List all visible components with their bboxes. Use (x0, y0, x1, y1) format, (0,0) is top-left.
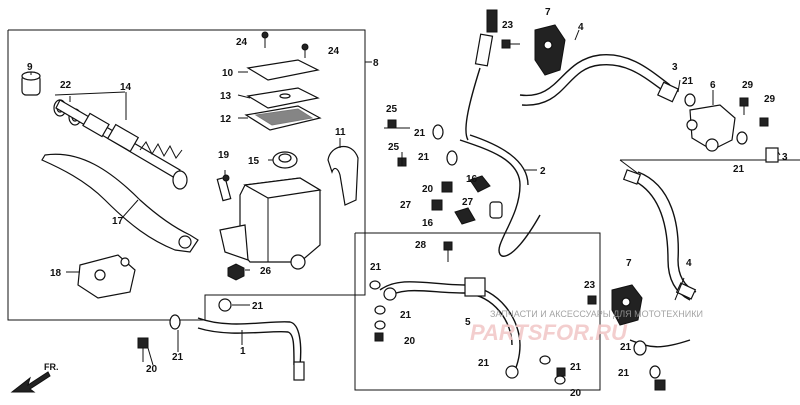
label-15: 15 (248, 156, 260, 167)
label-20c: 20 (404, 336, 416, 347)
label-21l: 21 (618, 368, 630, 379)
label-10: 10 (222, 68, 234, 79)
label-23b: 23 (584, 280, 596, 291)
label-6: 6 (710, 80, 716, 91)
part-26-nut (227, 263, 245, 281)
label-7a: 7 (545, 7, 551, 18)
label-1: 1 (240, 346, 246, 357)
part-19-bolt (216, 174, 232, 202)
label-26: 26 (260, 266, 272, 277)
label-29b: 29 (764, 94, 776, 105)
label-21e: 21 (682, 76, 694, 87)
label-20b: 20 (422, 184, 434, 195)
label-12: 12 (220, 114, 232, 125)
label-18: 18 (50, 268, 62, 279)
part-15-boot (272, 151, 298, 169)
label-21h: 21 (400, 310, 412, 321)
part-1-brake-hose (197, 298, 305, 381)
label-11: 11 (335, 127, 346, 138)
label-25b: 25 (388, 142, 400, 153)
part-7-bracket-upper (534, 24, 566, 76)
label-21k: 21 (620, 342, 632, 353)
label-3a: 3 (672, 62, 678, 73)
label-22: 22 (60, 80, 72, 91)
part-12-diaphragm (244, 105, 322, 131)
part-23-bolt-upper (501, 39, 520, 49)
part-4-hose-upper (519, 54, 671, 106)
lower-center-washers (369, 241, 566, 385)
label-3b: 3 (782, 152, 788, 163)
part-18-lever-holder (77, 254, 136, 299)
watermark: PARTSFOR.RU ЗАПЧАСТИ И АКСЕССУАРЫ ДЛЯ МО… (470, 309, 703, 345)
part-24-screws (261, 31, 309, 58)
label-21j: 21 (570, 362, 582, 373)
label-27b: 27 (462, 197, 474, 208)
part-6-junction (686, 104, 736, 152)
part-7-bracket-lower (611, 284, 643, 326)
part-5-brake-line (379, 277, 521, 379)
part-13-plate (246, 87, 320, 109)
part-9-cap (21, 71, 41, 96)
label-14: 14 (120, 82, 132, 93)
label-21f: 21 (733, 164, 745, 175)
label-2: 2 (540, 166, 546, 177)
label-21a: 21 (252, 301, 264, 312)
part-29-bolts (739, 97, 769, 127)
part-4-hose-right (622, 169, 697, 301)
label-24b: 24 (328, 46, 340, 57)
label-7b: 7 (626, 258, 632, 269)
master-cylinder-frame (7, 29, 800, 391)
label-28: 28 (415, 240, 427, 251)
part-21-washer-left (169, 314, 181, 330)
label-21b: 21 (172, 352, 184, 363)
part-17-brake-lever (41, 153, 199, 253)
brake-switch (465, 9, 498, 141)
label-21c: 21 (414, 128, 426, 139)
watermark-brand: PARTSFOR.RU (470, 320, 628, 345)
leader-lines (30, 29, 781, 366)
label-20a: 20 (146, 364, 158, 375)
part-3-fittings (656, 81, 779, 163)
part-10-cap-top (246, 59, 320, 81)
label-27a: 27 (400, 200, 412, 211)
master-cylinder-body (219, 177, 322, 270)
center-fittings (384, 119, 503, 225)
front-indicator-label: FR. (44, 362, 59, 372)
label-13: 13 (220, 91, 232, 102)
label-23a: 23 (502, 20, 514, 31)
label-25a: 25 (386, 104, 398, 115)
part-20-bolt-left (137, 337, 149, 362)
label-8: 8 (373, 58, 379, 69)
front-indicator: FR. (10, 362, 59, 393)
label-29a: 29 (742, 80, 754, 91)
label-9: 9 (27, 62, 33, 73)
label-4b: 4 (686, 258, 692, 269)
lower-right-fitting (629, 339, 691, 391)
part-14-piston-kit (54, 91, 188, 190)
label-19: 19 (218, 150, 230, 161)
part-2-brake-line (459, 134, 541, 257)
label-17: 17 (112, 216, 124, 227)
label-24a: 24 (236, 37, 248, 48)
label-21d: 21 (418, 152, 430, 163)
label-21i: 21 (478, 358, 490, 369)
label-20d: 20 (570, 388, 582, 399)
part-23-bolt-lower (587, 295, 597, 305)
label-21g: 21 (370, 262, 382, 273)
part-11-clamp (327, 146, 359, 206)
label-16a: 16 (466, 174, 478, 185)
part-labels: 1 2 3 3 4 4 5 6 7 7 8 9 10 11 12 13 14 1… (27, 7, 788, 399)
label-5: 5 (465, 317, 471, 328)
label-16b: 16 (422, 218, 434, 229)
watermark-text: ЗАПЧАСТИ И АКСЕССУАРЫ ДЛЯ МОТОТЕХНИКИ (490, 309, 703, 319)
label-4a: 4 (578, 22, 584, 33)
